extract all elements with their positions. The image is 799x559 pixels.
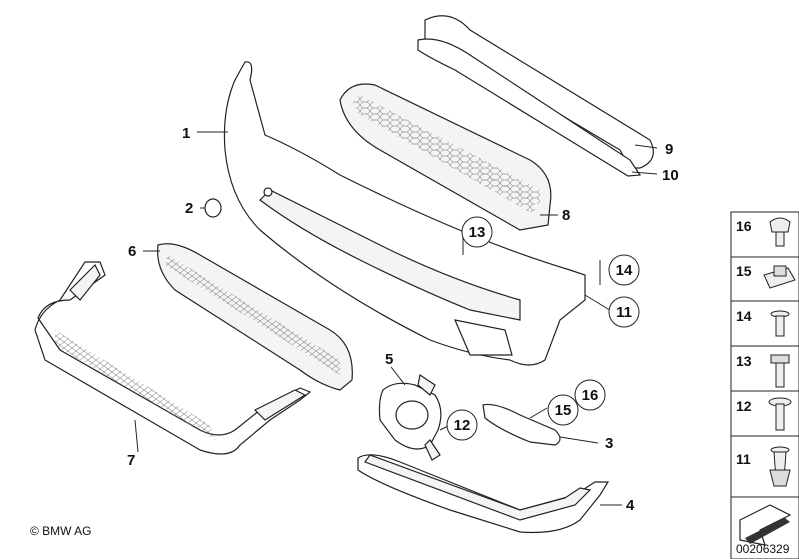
part-plug-cap[interactable] <box>204 198 222 218</box>
callout-8: 8 <box>562 207 570 224</box>
fastener-15-icon <box>763 265 796 289</box>
callout-14: 14 <box>616 262 633 279</box>
callout-3: 3 <box>605 435 613 452</box>
callout-12: 12 <box>454 417 471 434</box>
part-lower-spoiler[interactable] <box>357 454 610 534</box>
callout-circle-15: 15 <box>547 394 579 426</box>
side-label-13: 13 <box>736 353 752 369</box>
part-upper-grille[interactable] <box>339 83 552 231</box>
fastener-13-icon <box>770 354 790 388</box>
callout-16: 16 <box>582 387 599 404</box>
callout-circle-16: 16 <box>574 379 606 411</box>
callout-1: 1 <box>182 125 190 142</box>
part-bumper-panel[interactable] <box>223 61 586 366</box>
copyright-text: © BMW AG <box>30 524 92 538</box>
callout-circle-14: 14 <box>608 254 640 286</box>
side-label-11: 11 <box>736 451 751 467</box>
fastener-12-icon <box>768 397 792 431</box>
callout-circle-12: 12 <box>446 409 478 441</box>
side-label-16: 16 <box>736 218 752 234</box>
part-small-trim[interactable] <box>482 403 561 446</box>
callout-13: 13 <box>469 224 486 241</box>
callout-15: 15 <box>555 402 572 419</box>
callout-circle-13: 13 <box>461 216 493 248</box>
fastener-11-icon <box>769 446 791 487</box>
callout-6: 6 <box>128 243 136 260</box>
side-label-12: 12 <box>736 398 752 414</box>
part-trim-strip[interactable] <box>417 15 654 177</box>
diagram-id: 00206329 <box>736 542 790 556</box>
callout-11: 11 <box>616 304 632 321</box>
part-air-duct-frame[interactable] <box>34 261 312 455</box>
leader-lines <box>134 131 658 506</box>
fastener-16-icon <box>769 217 791 247</box>
fastener-14-icon <box>770 310 790 337</box>
side-label-14: 14 <box>736 308 752 324</box>
part-lower-grille[interactable] <box>157 243 353 391</box>
callout-5: 5 <box>385 351 393 368</box>
callout-10: 10 <box>662 167 679 184</box>
direction-arrow-icon <box>739 504 792 546</box>
callout-7: 7 <box>127 452 135 469</box>
callout-4: 4 <box>626 497 635 514</box>
fastener-panel: 16 15 14 13 12 11 <box>730 211 799 559</box>
side-label-15: 15 <box>736 263 752 279</box>
callout-circle-11: 11 <box>608 296 640 328</box>
part-fog-trim[interactable] <box>378 374 442 461</box>
callout-9: 9 <box>665 141 673 158</box>
callout-2: 2 <box>185 200 193 217</box>
